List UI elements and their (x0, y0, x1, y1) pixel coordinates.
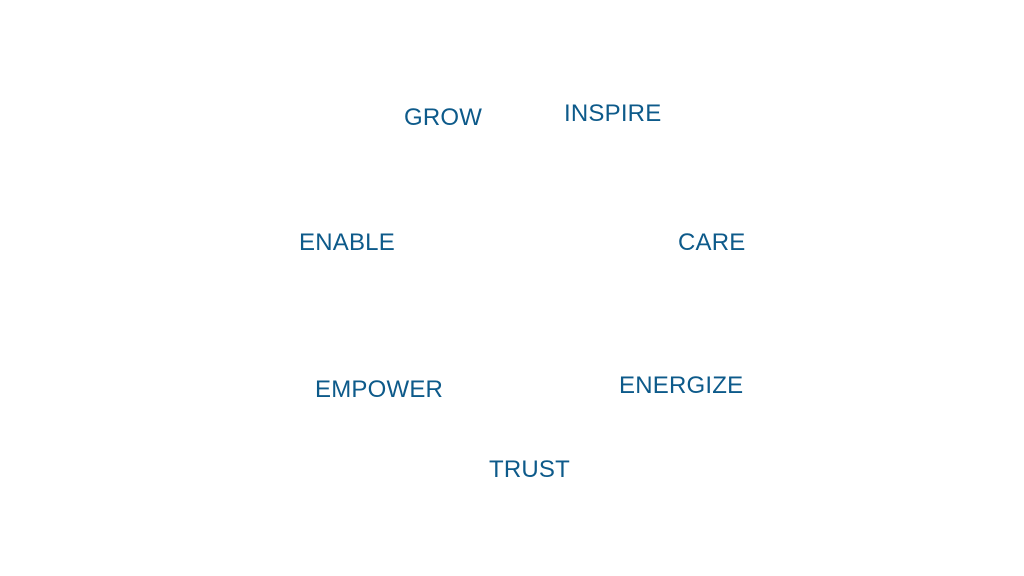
word-energize: ENERGIZE (619, 372, 744, 399)
word-trust: TRUST (489, 456, 570, 483)
word-grow: GROW (404, 104, 483, 131)
word-inspire: INSPIRE (564, 100, 662, 127)
word-enable: ENABLE (299, 229, 395, 256)
word-empower: EMPOWER (315, 376, 444, 403)
word-care: CARE (678, 229, 746, 256)
